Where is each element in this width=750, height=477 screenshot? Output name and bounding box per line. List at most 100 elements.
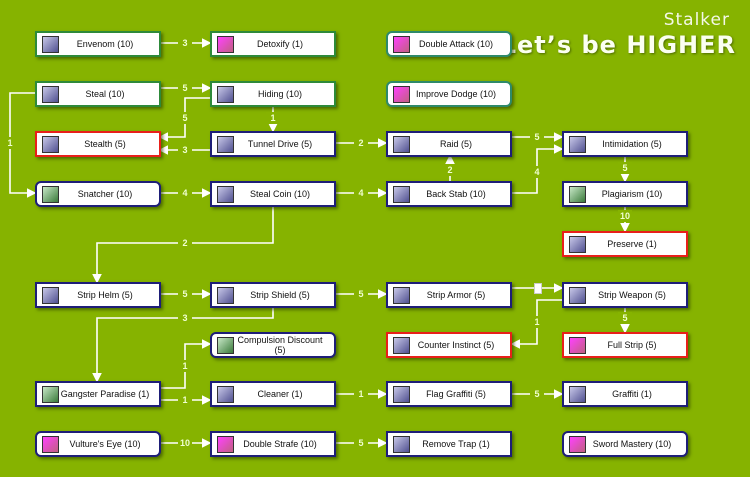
edge-level-label: 2 — [354, 137, 368, 149]
skill-node-sword-mastery-10[interactable]: Sword Mastery (10) — [562, 431, 688, 457]
edge-level-label: 1 — [3, 137, 17, 149]
skill-node-gangster-paradise-1[interactable]: Gangster Paradise (1) — [35, 381, 161, 407]
skill-label: Graffiti (1) — [612, 389, 652, 399]
skill-node-strip-helm-5[interactable]: Strip Helm (5) — [35, 282, 161, 308]
skill-icon — [393, 185, 410, 203]
edge-level-label: 5 — [530, 131, 544, 143]
skill-icon — [393, 286, 410, 304]
skill-icon — [569, 385, 586, 403]
skill-icon — [42, 185, 59, 203]
skill-icon — [569, 336, 586, 354]
skill-node-improve-dodge-10[interactable]: Improve Dodge (10) — [386, 81, 512, 107]
skill-node-steal-coin-10[interactable]: Steal Coin (10) — [210, 181, 336, 207]
edge-level-label: 1 — [178, 360, 192, 372]
edge-level-label: 1 — [530, 316, 544, 328]
skill-label: Remove Trap (1) — [422, 439, 490, 449]
edge-level-label: 4 — [178, 187, 192, 199]
skill-node-hiding-10[interactable]: Hiding (10) — [210, 81, 336, 107]
skill-node-strip-armor-5[interactable]: Strip Armor (5) — [386, 282, 512, 308]
skill-icon — [569, 185, 586, 203]
skill-label: Snatcher (10) — [77, 189, 133, 199]
edge-level-label: 5 — [178, 288, 192, 300]
skill-icon — [393, 336, 410, 354]
edge-level-label: 4 — [354, 187, 368, 199]
skill-label: Compulsion Discount (5) — [237, 335, 323, 355]
edge-level-label: 5 — [618, 162, 632, 174]
skill-node-cleaner-1[interactable]: Cleaner (1) — [210, 381, 336, 407]
edge-level-label: 3 — [178, 144, 192, 156]
skill-label: Flag Graffiti (5) — [426, 389, 486, 399]
edge-level-label: 5 — [530, 388, 544, 400]
skill-node-snatcher-10[interactable]: Snatcher (10) — [35, 181, 161, 207]
skill-icon — [393, 135, 410, 153]
skill-icon — [42, 35, 59, 53]
skill-label: Intimidation (5) — [602, 139, 662, 149]
edge-level-label: 10 — [178, 437, 192, 449]
skill-icon — [217, 435, 234, 453]
skill-node-double-attack-10[interactable]: Double Attack (10) — [386, 31, 512, 57]
skill-label: Vulture's Eye (10) — [69, 439, 141, 449]
skill-label: Tunnel Drive (5) — [247, 139, 313, 149]
skill-node-counter-instinct-5[interactable]: Counter Instinct (5) — [386, 332, 512, 358]
skill-label: Cleaner (1) — [257, 389, 303, 399]
skill-label: Gangster Paradise (1) — [60, 389, 150, 399]
slogan: Let’s be HIGHER — [500, 31, 736, 59]
skill-label: Strip Helm (5) — [77, 290, 133, 300]
skill-icon — [217, 85, 234, 103]
skill-label: Counter Instinct (5) — [417, 340, 495, 350]
skill-label: Plagiarism (10) — [601, 189, 663, 199]
skill-icon — [393, 85, 410, 103]
skill-label: Envenom (10) — [76, 39, 134, 49]
edge-level-label: 1 — [354, 388, 368, 400]
skill-icon — [217, 286, 234, 304]
skill-node-back-stab-10[interactable]: Back Stab (10) — [386, 181, 512, 207]
edge-marker — [534, 283, 542, 294]
skill-icon — [42, 435, 59, 453]
skill-node-detoxify-1[interactable]: Detoxify (1) — [210, 31, 336, 57]
skill-label: Double Strafe (10) — [243, 439, 317, 449]
skill-icon — [569, 235, 586, 253]
edge-level-label: 5 — [178, 82, 192, 94]
skill-label: Raid (5) — [439, 139, 472, 149]
edge-level-label: 5 — [618, 312, 632, 324]
skill-node-compulsion-discount-5[interactable]: Compulsion Discount (5) — [210, 332, 336, 358]
skill-label: Strip Shield (5) — [250, 290, 310, 300]
skill-label: Preserve (1) — [607, 239, 657, 249]
skill-icon — [217, 385, 234, 403]
skill-node-graffiti-1[interactable]: Graffiti (1) — [562, 381, 688, 407]
skill-icon — [217, 35, 234, 53]
skill-node-strip-shield-5[interactable]: Strip Shield (5) — [210, 282, 336, 308]
skill-label: Steal (10) — [85, 89, 125, 99]
skill-icon — [393, 35, 410, 53]
skill-node-vulture-s-eye-10[interactable]: Vulture's Eye (10) — [35, 431, 161, 457]
skill-node-envenom-10[interactable]: Envenom (10) — [35, 31, 161, 57]
skill-label: Detoxify (1) — [256, 39, 303, 49]
skill-node-tunnel-drive-5[interactable]: Tunnel Drive (5) — [210, 131, 336, 157]
skill-label: Strip Weapon (5) — [598, 290, 666, 300]
skill-label: Sword Mastery (10) — [592, 439, 672, 449]
skill-label: Back Stab (10) — [426, 189, 486, 199]
skill-node-preserve-1[interactable]: Preserve (1) — [562, 231, 688, 257]
edge-level-label: 10 — [618, 210, 632, 222]
skill-node-steal-10[interactable]: Steal (10) — [35, 81, 161, 107]
skill-icon — [569, 135, 586, 153]
skill-icon — [569, 435, 586, 453]
skill-node-raid-5[interactable]: Raid (5) — [386, 131, 512, 157]
edge-level-label: 1 — [178, 394, 192, 406]
skill-node-remove-trap-1[interactable]: Remove Trap (1) — [386, 431, 512, 457]
skill-label: Hiding (10) — [257, 89, 303, 99]
skill-icon — [393, 435, 410, 453]
skill-node-double-strafe-10[interactable]: Double Strafe (10) — [210, 431, 336, 457]
skill-icon — [42, 286, 59, 304]
skill-node-stealth-5[interactable]: Stealth (5) — [35, 131, 161, 157]
skill-node-intimidation-5[interactable]: Intimidation (5) — [562, 131, 688, 157]
skill-label: Full Strip (5) — [607, 340, 657, 350]
skill-node-full-strip-5[interactable]: Full Strip (5) — [562, 332, 688, 358]
skill-label: Strip Armor (5) — [426, 290, 486, 300]
skill-label: Stealth (5) — [84, 139, 126, 149]
skill-icon — [217, 135, 234, 153]
skill-icon — [217, 336, 234, 354]
skill-node-plagiarism-10[interactable]: Plagiarism (10) — [562, 181, 688, 207]
skill-node-flag-graffiti-5[interactable]: Flag Graffiti (5) — [386, 381, 512, 407]
skill-node-strip-weapon-5[interactable]: Strip Weapon (5) — [562, 282, 688, 308]
